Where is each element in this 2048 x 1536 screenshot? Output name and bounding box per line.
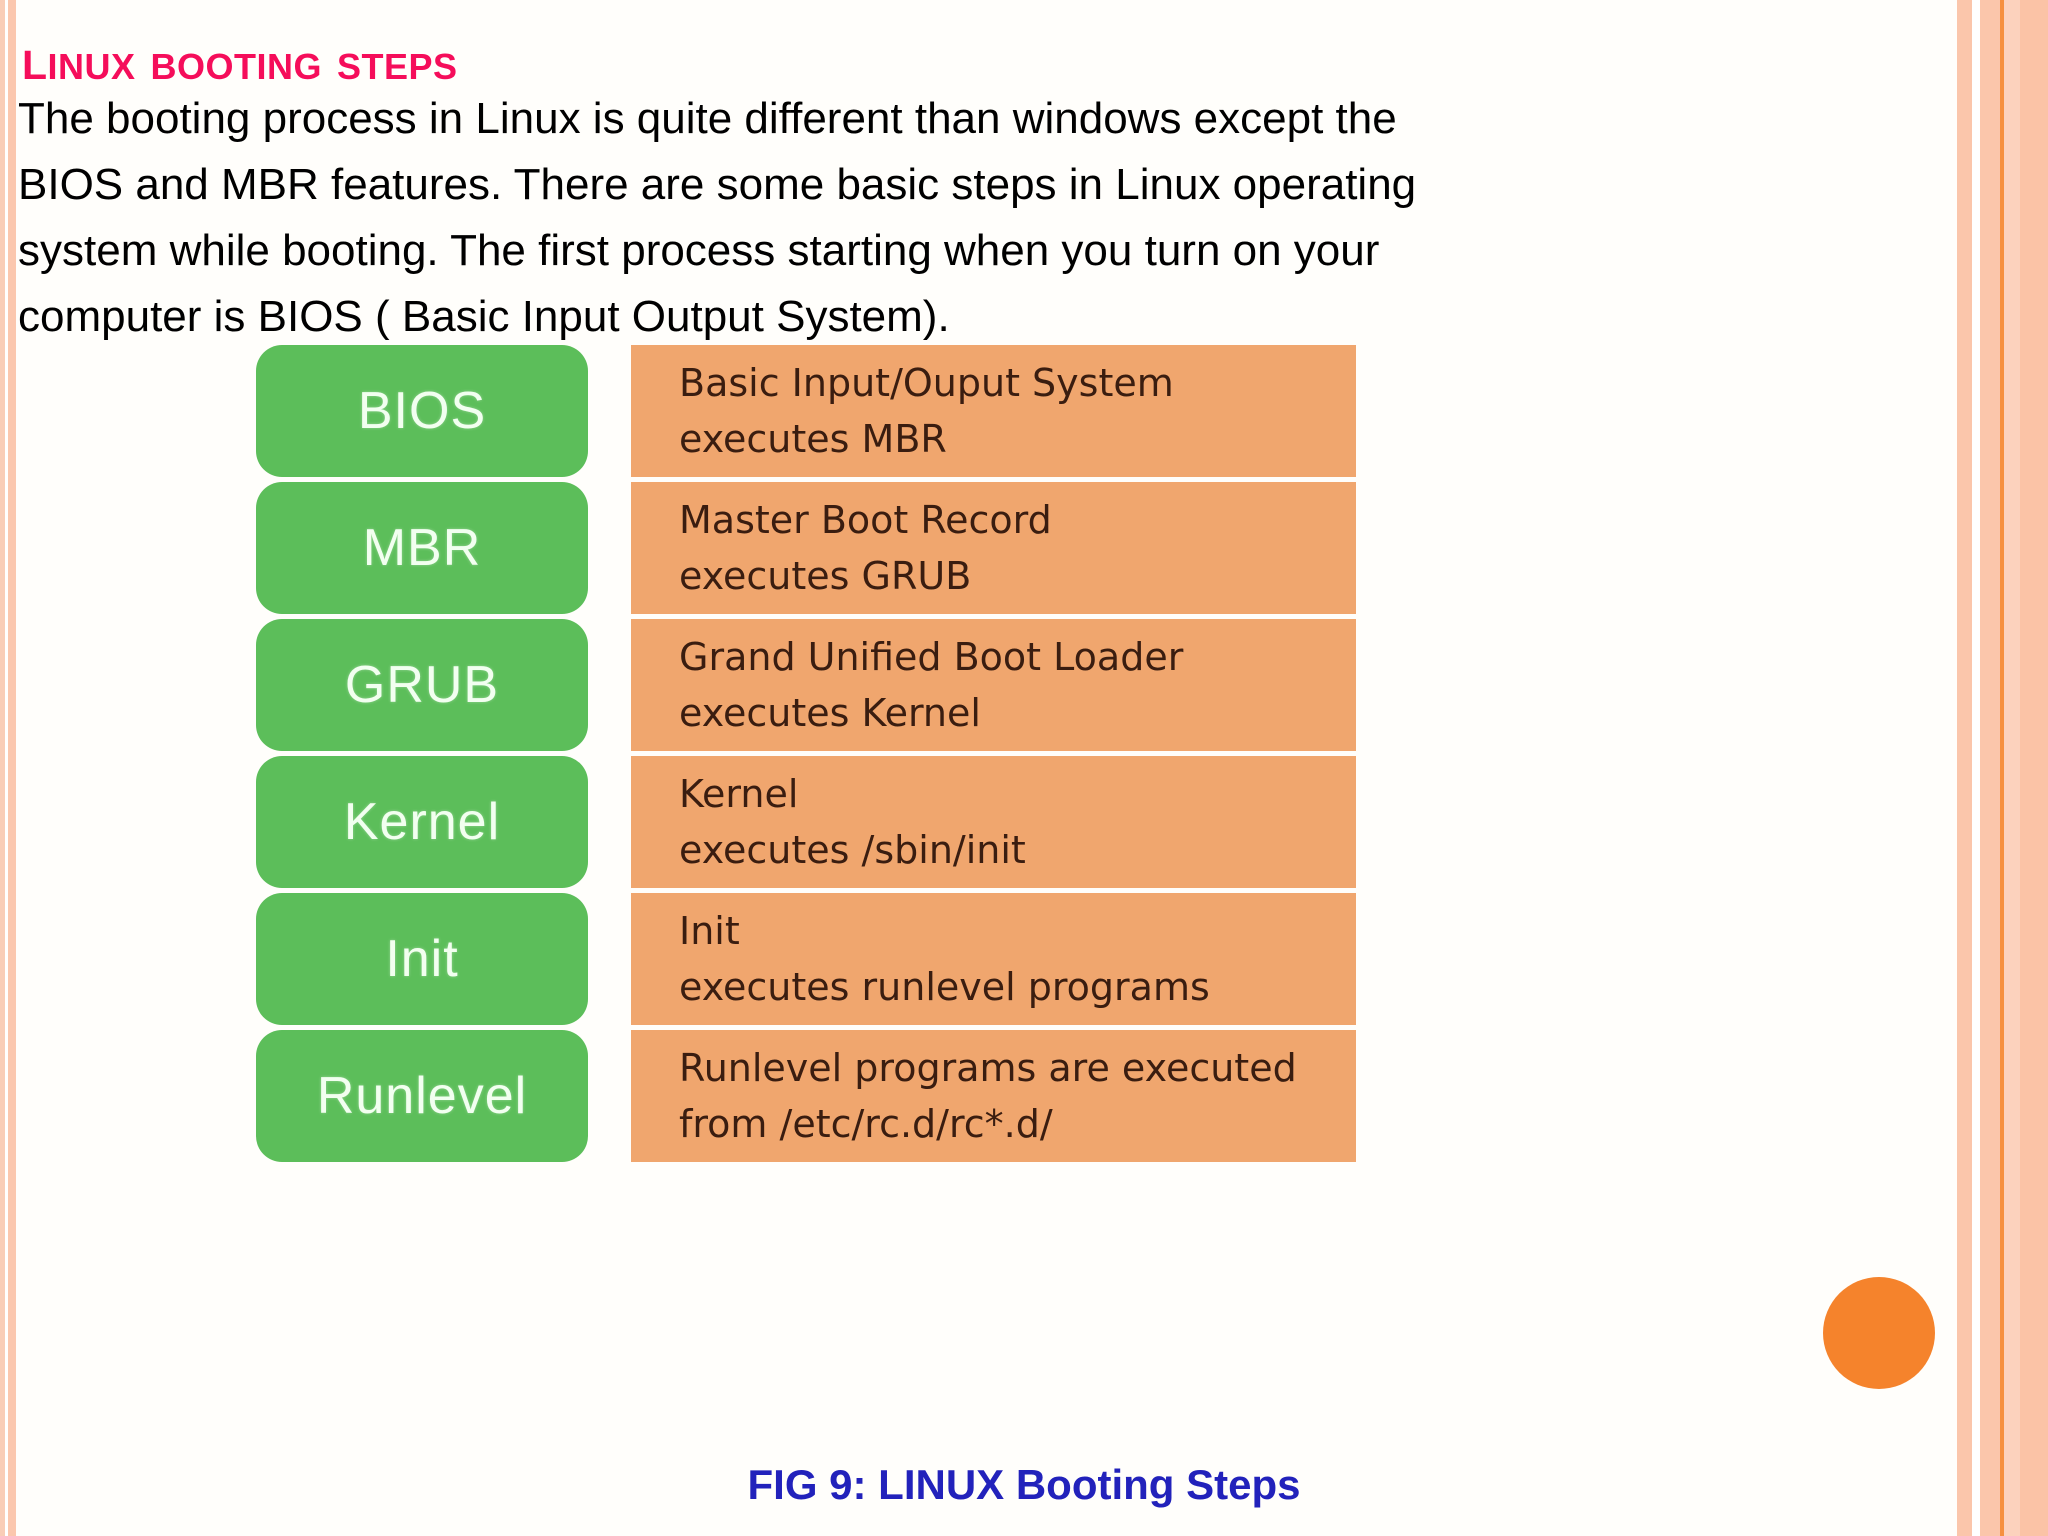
step-label: Kernel xyxy=(343,793,501,851)
step-label: Runlevel xyxy=(316,1067,528,1125)
desc-line-2: executes MBR xyxy=(679,417,947,461)
step-box-init: Init xyxy=(256,893,588,1025)
right-edge-stripe-4 xyxy=(2020,0,2048,1536)
decorative-circle xyxy=(1823,1277,1935,1389)
desc-line-2: executes /sbin/init xyxy=(679,828,1026,872)
diagram-row: MBR Master Boot Record executes GRUB xyxy=(256,482,1356,614)
left-edge-stripe-gap xyxy=(5,0,8,1536)
desc-line-1: Master Boot Record xyxy=(679,498,1052,542)
diagram-row: BIOS Basic Input/Ouput System executes M… xyxy=(256,345,1356,477)
diagram-row: Init Init executes runlevel programs xyxy=(256,893,1356,1025)
right-edge-stripe-gap xyxy=(1972,0,1980,1536)
step-label: MBR xyxy=(362,519,482,577)
step-box-bios: BIOS xyxy=(256,345,588,477)
step-box-mbr: MBR xyxy=(256,482,588,614)
desc-line-1: Basic Input/Ouput System xyxy=(679,361,1174,405)
desc-line-1: Runlevel programs are executed xyxy=(679,1046,1297,1090)
desc-line-2: from /etc/rc.d/rc*.d/ xyxy=(679,1102,1053,1146)
step-label: Init xyxy=(385,930,459,988)
step-label: GRUB xyxy=(344,656,500,714)
step-box-kernel: Kernel xyxy=(256,756,588,888)
page-title: Linux Booting Steps xyxy=(22,27,458,92)
desc-box-runlevel: Runlevel programs are executed from /etc… xyxy=(631,1030,1356,1162)
body-paragraph: The booting process in Linux is quite di… xyxy=(18,94,1417,341)
left-edge-stripe-inner xyxy=(8,0,16,1536)
figure-caption: FIG 9: LINUX Booting Steps xyxy=(747,1461,1301,1508)
desc-box-kernel: Kernel executes /sbin/init xyxy=(631,756,1356,888)
desc-line-2: executes Kernel xyxy=(679,691,981,735)
desc-box-mbr: Master Boot Record executes GRUB xyxy=(631,482,1356,614)
desc-line-1: Init xyxy=(679,909,740,953)
diagram-row: Runlevel Runlevel programs are executed … xyxy=(256,1030,1356,1162)
right-edge-stripe-3 xyxy=(2004,0,2020,1536)
diagram-row: GRUB Grand Unified Boot Loader executes … xyxy=(256,619,1356,751)
desc-line-1: Grand Unified Boot Loader xyxy=(679,635,1184,679)
right-edge-accent-line xyxy=(2000,0,2004,1536)
right-edge-stripe-1 xyxy=(1957,0,1972,1536)
desc-box-grub: Grand Unified Boot Loader executes Kerne… xyxy=(631,619,1356,751)
left-edge-stripe-outer xyxy=(0,0,5,1536)
diagram-row: Kernel Kernel executes /sbin/init xyxy=(256,756,1356,888)
desc-line-2: executes GRUB xyxy=(679,554,972,598)
step-box-grub: GRUB xyxy=(256,619,588,751)
desc-line-1: Kernel xyxy=(679,772,799,816)
linux-booting-steps-diagram: BIOS Basic Input/Ouput System executes M… xyxy=(256,345,1356,1167)
desc-box-bios: Basic Input/Ouput System executes MBR xyxy=(631,345,1356,477)
step-label: BIOS xyxy=(357,382,487,440)
desc-box-init: Init executes runlevel programs xyxy=(631,893,1356,1025)
step-box-runlevel: Runlevel xyxy=(256,1030,588,1162)
right-edge-stripe-2 xyxy=(1980,0,2000,1536)
desc-line-2: executes runlevel programs xyxy=(679,965,1210,1009)
